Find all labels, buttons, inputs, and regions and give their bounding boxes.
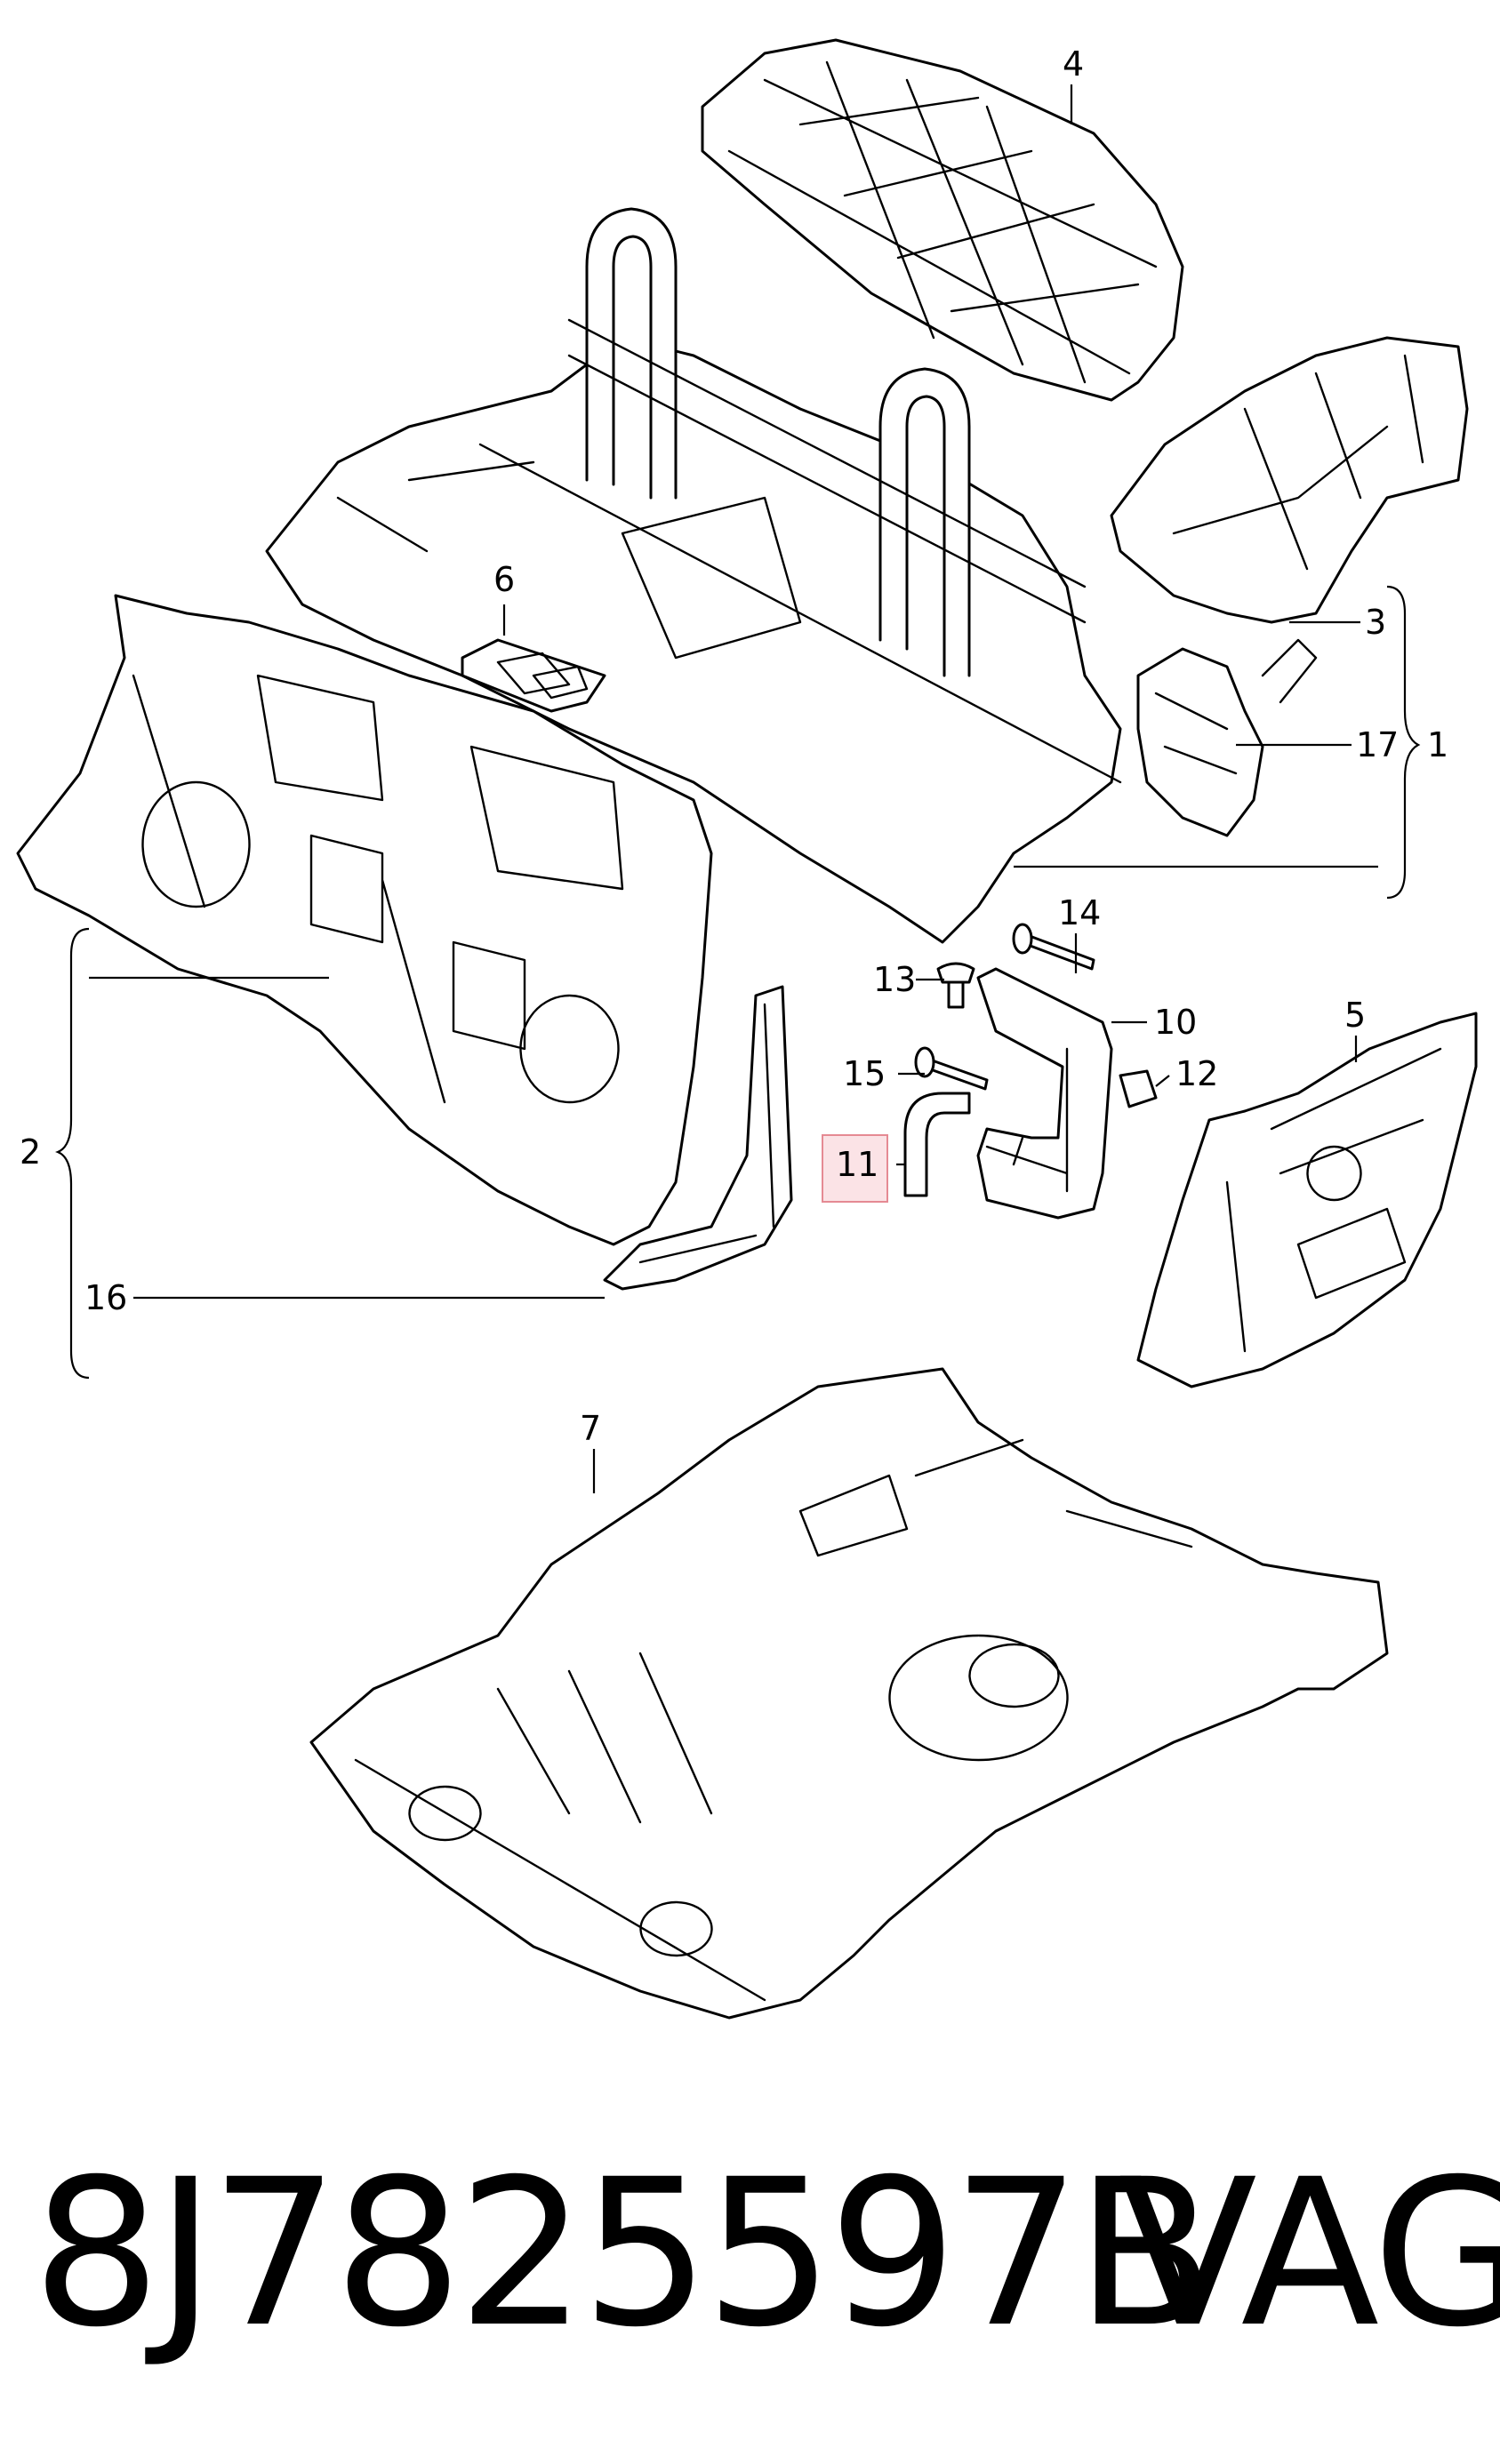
callout-labels: 4 6 3 17 1 14 13 10 5 15 12 11 2 16 7 xyxy=(20,44,1448,1448)
callout-10: 10 xyxy=(1154,1003,1197,1042)
part-2-rear-bulkhead xyxy=(16,594,713,1246)
callout-13: 13 xyxy=(873,960,916,999)
callout-2: 2 xyxy=(20,1132,41,1172)
callout-17: 17 xyxy=(1356,725,1399,764)
callout-15: 15 xyxy=(843,1054,886,1093)
callout-11: 11 xyxy=(836,1145,878,1184)
part-16-trim-strip xyxy=(603,985,793,1291)
footer: 8J7825597B VAG xyxy=(0,2107,1500,2400)
callout-12: 12 xyxy=(1175,1054,1218,1093)
part-7-floor-pan xyxy=(309,1367,1389,2020)
callout-16: 16 xyxy=(84,1278,127,1317)
part-3-wheelhouse-inner xyxy=(1110,336,1469,624)
brand-label: VAG xyxy=(1119,2135,1500,2372)
leader-lines xyxy=(55,84,1421,1493)
rear-cross-member-rollbar xyxy=(265,207,1122,944)
callout-4: 4 xyxy=(1063,44,1084,84)
callout-1: 1 xyxy=(1427,725,1448,764)
exploded-parts-diagram: 4 6 3 17 1 14 13 10 5 15 12 11 2 16 7 xyxy=(16,38,1478,2020)
callout-3: 3 xyxy=(1365,603,1386,642)
part-number: 8J7825597B xyxy=(32,2135,1215,2372)
callout-6: 6 xyxy=(493,560,515,599)
callout-11-highlight xyxy=(822,1134,888,1203)
part-10-bracket-assembly xyxy=(903,923,1158,1220)
part-5-side-panel xyxy=(1136,1012,1478,1388)
part-17-bracket xyxy=(1136,638,1318,837)
callout-5: 5 xyxy=(1344,996,1366,1035)
callout-7: 7 xyxy=(580,1409,601,1448)
part-4-shelf-panel xyxy=(701,38,1184,402)
callout-14: 14 xyxy=(1058,893,1101,932)
part-6-gasket xyxy=(461,638,606,713)
